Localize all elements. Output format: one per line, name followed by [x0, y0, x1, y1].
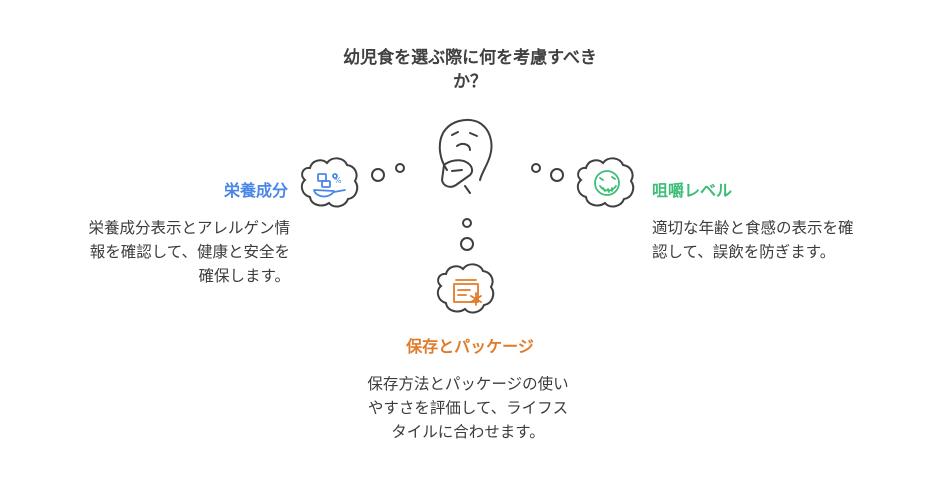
question-line-2: か？	[453, 72, 487, 92]
thought-dot	[395, 163, 405, 173]
nutrition-title: 栄養成分	[223, 181, 288, 200]
chewing-face-icon	[594, 170, 620, 196]
thought-dot	[531, 163, 541, 173]
nutrition-description: 栄養成分表示とアレルゲン情 報を確認して、健康と安全を 確保します。	[20, 216, 290, 288]
storage-cloud	[436, 263, 495, 314]
storage-description: 保存方法とパッケージの使い やすさを評価して、ライフス タイルに合わせます。	[318, 372, 618, 444]
thought-dot	[371, 168, 385, 182]
storage-desc-line: やすさを評価して、ライフス	[367, 399, 569, 417]
thinking-face-icon	[438, 118, 493, 194]
storage-desc-line: 保存方法とパッケージの使い	[367, 375, 569, 393]
question-line-1: 幼児食を選ぶ際に何を考慮すべき	[343, 48, 597, 68]
nutrition-scale-icon: %	[313, 173, 346, 198]
storage-title: 保存とパッケージ	[406, 337, 534, 356]
nutrition-desc-line: 報を確認して、健康と安全を	[89, 243, 290, 261]
chewing-desc-line: 認して、誤飲を防ぎます。	[652, 243, 836, 261]
chewing-title: 咀嚼レベル	[652, 181, 733, 200]
chewing-desc-line: 適切な年齢と食感の表示を確	[652, 219, 854, 237]
thought-dot	[550, 168, 564, 182]
nutrition-desc-line: 栄養成分表示とアレルゲン情	[88, 219, 290, 237]
nutrition-cloud: %	[300, 157, 359, 208]
nutrition-desc-line: 確保します。	[198, 267, 290, 285]
chewing-cloud	[576, 157, 635, 208]
freezer-package-icon	[453, 279, 482, 306]
thought-dot	[460, 237, 474, 251]
thought-dot	[462, 218, 472, 228]
chewing-description: 適切な年齢と食感の表示を確 認して、誤飲を防ぎます。	[652, 216, 922, 264]
question-title: 幼児食を選ぶ際に何を考慮すべき か？	[300, 46, 640, 94]
svg-text:%: %	[334, 176, 342, 185]
storage-desc-line: タイルに合わせます。	[391, 423, 545, 441]
